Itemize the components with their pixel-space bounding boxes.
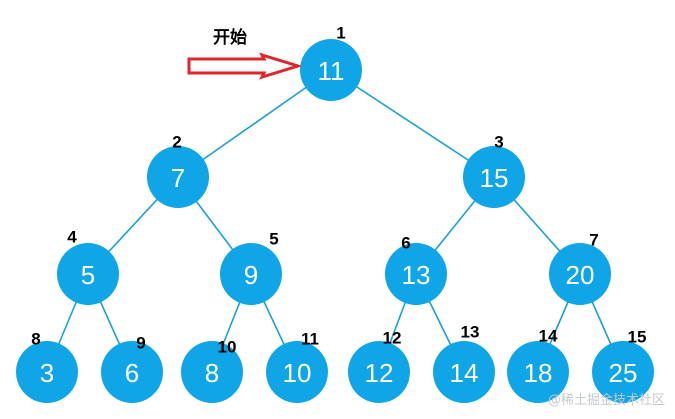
- node-index-label: 15: [628, 328, 647, 347]
- node-circle: [220, 243, 282, 305]
- node-circle: [592, 341, 654, 403]
- node-circle: [507, 341, 569, 403]
- node-value: 10: [283, 358, 312, 388]
- tree-node-9: 69: [101, 334, 163, 403]
- node-index-label: 8: [31, 330, 40, 349]
- node-value: 18: [524, 358, 553, 388]
- tree-node-2: 72: [147, 133, 209, 208]
- node-index-label: 7: [589, 231, 598, 250]
- node-circle: [549, 243, 611, 305]
- node-circle: [16, 341, 78, 403]
- node-index-label: 13: [461, 323, 480, 342]
- node-value: 12: [365, 358, 394, 388]
- edge-1-3: [330, 69, 495, 178]
- tree-node-13: 14 13: [433, 323, 495, 403]
- node-value: 13: [402, 260, 431, 290]
- node-value: 9: [244, 260, 258, 290]
- node-index-label: 6: [401, 234, 410, 253]
- node-circle: [147, 146, 209, 208]
- node-circle: [181, 341, 243, 403]
- tree-node-7: 20 7: [549, 231, 611, 305]
- tree-node-1: 111: [300, 24, 362, 101]
- node-index-label: 11: [301, 330, 319, 349]
- start-label: 开始: [213, 27, 247, 48]
- node-index-label: 5: [269, 230, 278, 249]
- tree-node-4: 54: [57, 228, 119, 305]
- watermark: @稀土掘金技术社区: [548, 392, 665, 408]
- start-arrow: [187, 52, 304, 80]
- edge-1-2: [177, 69, 332, 178]
- node-circle: [433, 341, 495, 403]
- node-circle: [385, 243, 447, 305]
- node-index-label: 14: [539, 327, 558, 346]
- node-index-label: 2: [172, 133, 181, 152]
- tree-node-10: 810: [181, 338, 243, 403]
- node-index-label: 4: [67, 228, 77, 247]
- nodes-layer: 1117215354951362073869810101112121413181…: [16, 24, 654, 403]
- node-index-label: 12: [383, 329, 402, 348]
- node-circle: [101, 341, 163, 403]
- node-value: 14: [450, 358, 479, 388]
- tree-node-5: 95: [220, 230, 282, 305]
- node-circle: [57, 243, 119, 305]
- node-circle: [266, 341, 328, 403]
- node-value: 6: [125, 358, 139, 388]
- tree-node-3: 15 3: [463, 133, 525, 208]
- tree-node-12: 12 12: [348, 329, 410, 403]
- tree-node-6: 136: [385, 234, 447, 305]
- node-index-label: 9: [136, 334, 145, 353]
- node-circle: [463, 146, 525, 208]
- node-value: 7: [171, 163, 185, 193]
- node-value: 8: [205, 358, 219, 388]
- node-index-label: 1: [336, 24, 345, 43]
- arrow-right-icon: [187, 52, 304, 80]
- node-index-label: 3: [494, 133, 503, 152]
- node-index-label: 10: [218, 338, 237, 357]
- edges-layer: [46, 69, 624, 373]
- node-circle: [348, 341, 410, 403]
- tree-node-15: 25 15: [592, 328, 654, 403]
- node-value: 20: [566, 260, 595, 290]
- node-value: 25: [609, 358, 638, 388]
- tree-node-8: 38: [16, 330, 78, 403]
- node-value: 11: [318, 56, 345, 86]
- node-value: 15: [480, 163, 509, 193]
- node-value: 3: [40, 358, 54, 388]
- node-value: 5: [81, 260, 95, 290]
- node-circle: [300, 39, 362, 101]
